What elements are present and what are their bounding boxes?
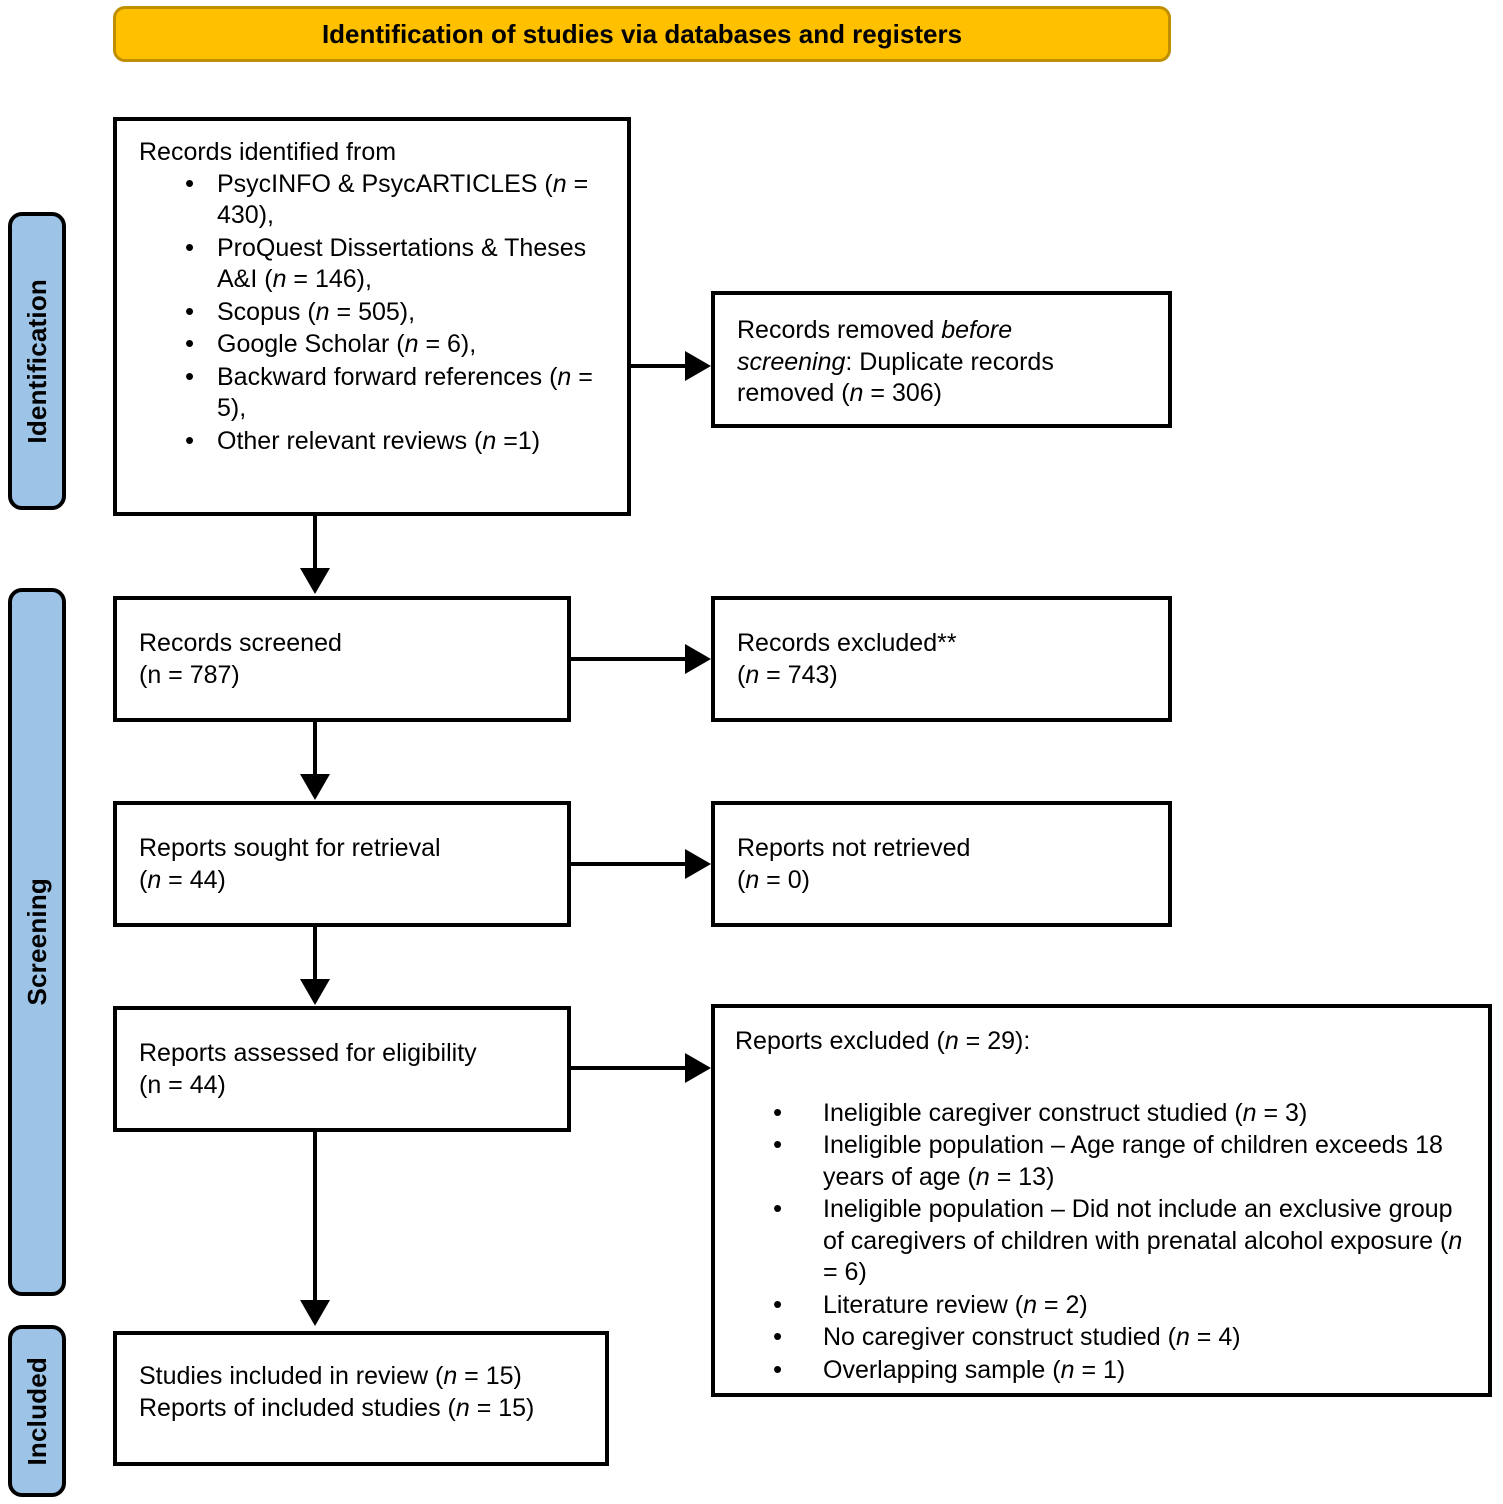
arrow-assessed-to-reports-excluded xyxy=(685,1053,711,1083)
arrow-identified-to-screened xyxy=(300,568,330,594)
list-item: Ineligible population – Did not include … xyxy=(735,1192,1474,1289)
reports-sought-line2: (n = 44) xyxy=(139,865,226,894)
box-reports-assessed: Reports assessed for eligibility (n = 44… xyxy=(113,1006,571,1132)
reports-sought-line1: Reports sought for retrieval xyxy=(139,834,441,862)
connector-screened-to-excluded xyxy=(571,657,687,661)
records-removed-line1: Records removed before xyxy=(737,316,1013,344)
list-item: Backward forward references (n = 5), xyxy=(139,360,613,425)
spacer xyxy=(735,1058,1474,1098)
list-item: Other relevant reviews (n =1) xyxy=(139,424,613,458)
arrow-assessed-to-included xyxy=(300,1300,330,1326)
connector-sought-to-not-retrieved xyxy=(571,862,687,866)
phase-label-identification: Identification xyxy=(21,278,52,444)
records-screened-line2: (n = 787) xyxy=(139,660,240,689)
reports-not-retrieved-line2: (n = 0) xyxy=(737,865,810,894)
box-records-excluded: Records excluded** (n = 743) xyxy=(711,596,1172,722)
box-reports-excluded: Reports excluded (n = 29): Ineligible ca… xyxy=(711,1004,1492,1397)
records-removed-line3: removed (n = 306) xyxy=(737,379,942,407)
list-item: Scopus (n = 505), xyxy=(139,295,613,329)
diagram-title-banner: Identification of studies via databases … xyxy=(113,6,1171,62)
list-item: Ineligible population – Age range of chi… xyxy=(735,1128,1474,1193)
list-item: PsycINFO & PsycARTICLES (n = 430), xyxy=(139,167,613,232)
phase-bar-identification: Identification xyxy=(8,212,66,510)
box-reports-sought: Reports sought for retrieval (n = 44) xyxy=(113,801,571,927)
connector-screened-to-sought xyxy=(313,722,317,778)
list-item: Ineligible caregiver construct studied (… xyxy=(735,1096,1474,1130)
box-records-identified: Records identified from PsycINFO & PsycA… xyxy=(113,117,631,516)
list-item: No caregiver construct studied (n = 4) xyxy=(735,1320,1474,1354)
records-excluded-line2: (n = 743) xyxy=(737,660,838,689)
arrow-identified-to-removed xyxy=(685,351,711,381)
arrow-sought-to-assessed xyxy=(300,979,330,1005)
diagram-title-text: Identification of studies via databases … xyxy=(321,18,963,49)
box-records-removed: Records removed before screening: Duplic… xyxy=(711,291,1172,428)
connector-sought-to-assessed xyxy=(313,927,317,983)
list-item: Google Scholar (n = 6), xyxy=(139,327,613,361)
arrow-sought-to-not-retrieved xyxy=(685,849,711,879)
reports-not-retrieved-line1: Reports not retrieved xyxy=(737,834,971,862)
records-removed-line2: screening: Duplicate records xyxy=(737,347,1054,376)
phase-bar-included: Included xyxy=(8,1325,66,1497)
box-records-screened: Records screened (n = 787) xyxy=(113,596,571,722)
reports-excluded-list: Ineligible caregiver construct studied (… xyxy=(735,1096,1474,1387)
records-screened-line1: Records screened xyxy=(139,629,342,657)
records-identified-heading: Records identified from xyxy=(139,138,397,166)
box-studies-included: Studies included in review (n = 15) Repo… xyxy=(113,1331,609,1466)
box-reports-not-retrieved: Reports not retrieved (n = 0) xyxy=(711,801,1172,927)
list-item: Overlapping sample (n = 1) xyxy=(735,1353,1474,1387)
records-excluded-line1: Records excluded** xyxy=(737,629,957,657)
reports-excluded-heading: Reports excluded (n = 29): xyxy=(735,1027,1031,1055)
records-identified-list: PsycINFO & PsycARTICLES (n = 430), ProQu… xyxy=(139,167,613,458)
list-item: ProQuest Dissertations & Theses A&I (n =… xyxy=(139,231,613,296)
connector-assessed-to-included xyxy=(313,1132,317,1304)
studies-included-line1: Studies included in review (n = 15) xyxy=(139,1362,522,1390)
list-item: Literature review (n = 2) xyxy=(735,1288,1474,1322)
connector-identified-to-removed xyxy=(631,364,687,368)
connector-assessed-to-reports-excluded xyxy=(571,1066,687,1070)
reports-assessed-line1: Reports assessed for eligibility xyxy=(139,1039,477,1067)
phase-label-screening: Screening xyxy=(21,878,52,1006)
phase-label-included: Included xyxy=(21,1356,52,1466)
arrow-screened-to-excluded xyxy=(685,644,711,674)
phase-bar-screening: Screening xyxy=(8,588,66,1296)
connector-identified-to-screened xyxy=(313,516,317,572)
reports-assessed-line2: (n = 44) xyxy=(139,1070,226,1099)
arrow-screened-to-sought xyxy=(300,774,330,800)
studies-included-line2: Reports of included studies (n = 15) xyxy=(139,1393,535,1422)
